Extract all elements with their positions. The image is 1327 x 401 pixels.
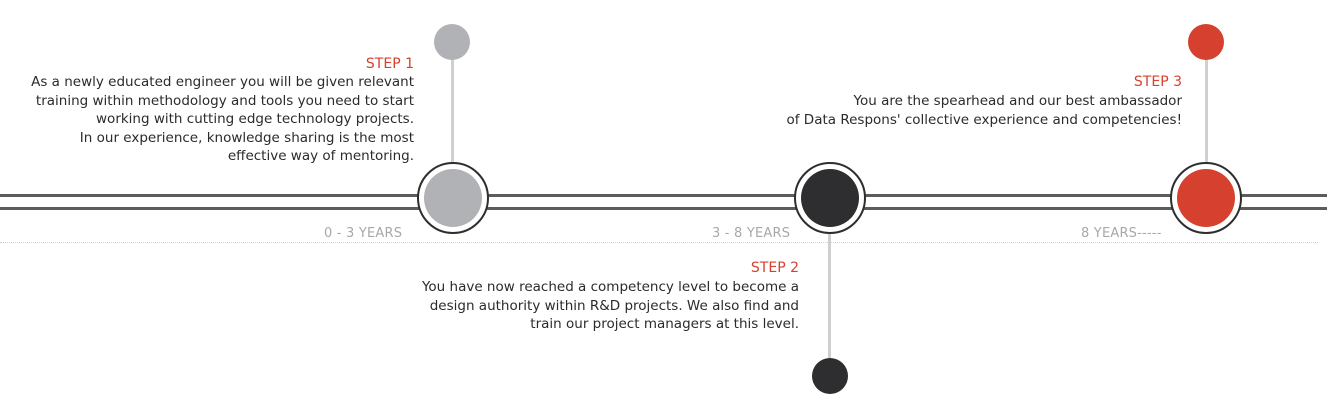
step3-node: [1170, 162, 1242, 234]
step1-line: effective way of mentoring.: [227, 148, 414, 164]
step1-line: In our experience, knowledge sharing is …: [79, 129, 414, 146]
step2-stem: [828, 230, 831, 368]
step2-label: STEP 2: [750, 260, 799, 276]
step1-node-core: [424, 169, 482, 227]
step2-line: You have now reached a competency level …: [421, 279, 799, 295]
step1-line: working with cutting edge technology pro…: [96, 111, 414, 127]
step3-stem: [1205, 42, 1208, 170]
step2-pin: [812, 358, 848, 394]
step3-line: You are the spearhead and our best ambas…: [853, 93, 1182, 109]
timeline-dotted-guide: [0, 242, 1318, 243]
step3-line: of Data Respons' collective experience a…: [786, 111, 1183, 128]
step2-line: train our project managers at this level…: [530, 316, 799, 332]
step2-years: 3 - 8 YEARS: [712, 226, 791, 241]
step2-line: design authority within R&D projects. We…: [429, 297, 799, 314]
step1-description: As a newly educated engineer you will be…: [31, 73, 414, 166]
step3-pin: [1188, 24, 1224, 60]
step1-years: 0 - 3 YEARS: [324, 226, 403, 241]
step2-node: [794, 162, 866, 234]
step2-description: You have now reached a competency level …: [422, 278, 799, 334]
step1-label: STEP 1: [365, 56, 414, 72]
step1-stem: [451, 42, 454, 170]
step1-line: As a newly educated engineer you will be…: [31, 74, 414, 90]
step3-description: You are the spearhead and our best ambas…: [787, 92, 1183, 129]
step3-node-core: [1177, 169, 1235, 227]
timeline-rail-bottom: [0, 207, 1327, 210]
step3-label: STEP 3: [1133, 74, 1182, 90]
step1-node: [417, 162, 489, 234]
step1-line: training within methodology and tools yo…: [35, 92, 414, 109]
step2-node-core: [801, 169, 859, 227]
step1-pin: [434, 24, 470, 60]
step3-years: 8 YEARS-----: [1081, 226, 1162, 241]
timeline-rail-top: [0, 194, 1327, 197]
